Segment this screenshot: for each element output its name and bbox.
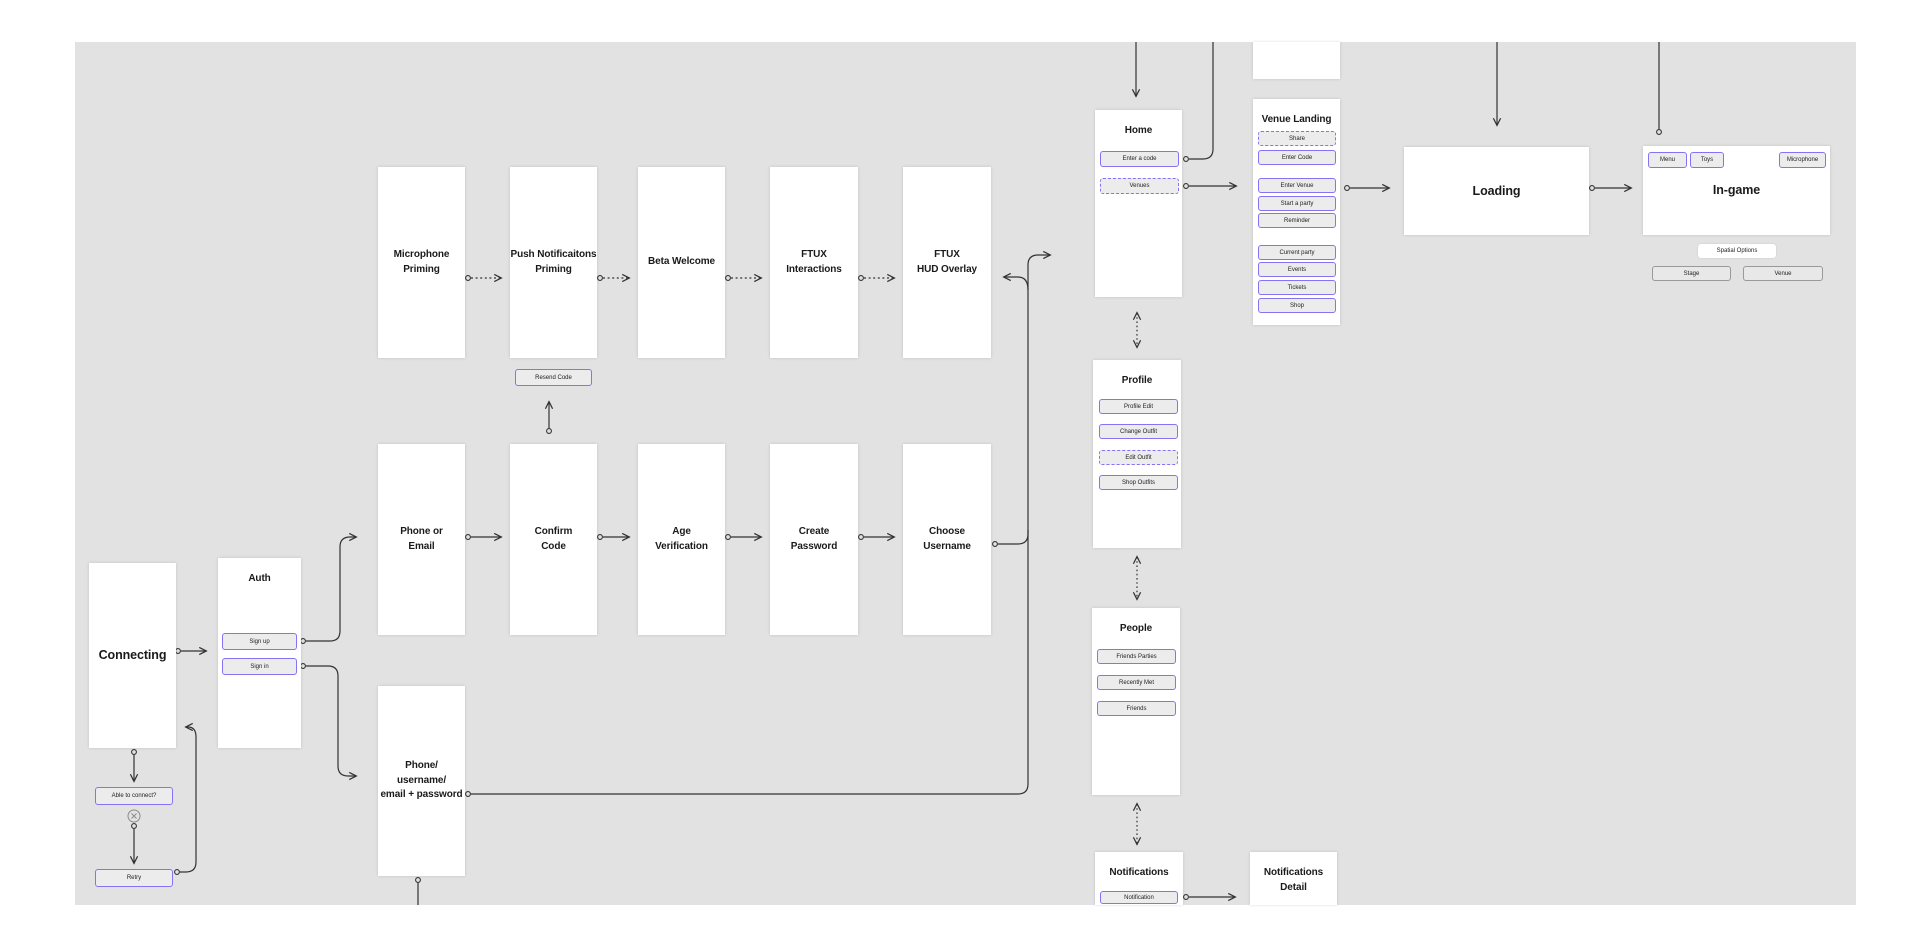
screen-title: Push Notificaitons Priming — [510, 249, 597, 275]
screen-microphone-priming[interactable]: Microphone Priming — [378, 167, 465, 358]
screen-title: Loading — [1472, 183, 1521, 198]
tickets-button[interactable]: Tickets — [1258, 280, 1336, 295]
screen-create-password[interactable]: Create Password — [770, 444, 858, 635]
able-to-connect-button[interactable]: Able to connect? — [95, 787, 173, 805]
screen-title: Venue Landing — [1261, 114, 1332, 125]
edit-outfit-button[interactable]: Edit Outfit — [1099, 450, 1178, 465]
screen-title: FTUX HUD Overlay — [916, 249, 978, 275]
screen-confirm-code[interactable]: Confirm Code — [510, 444, 597, 635]
screen-title: In-game — [1712, 183, 1761, 198]
screen-title: Phone/ username/ email + password — [380, 760, 463, 801]
change-outfit-button[interactable]: Change Outfit — [1099, 424, 1178, 439]
screen-phone-or-email[interactable]: Phone or Email — [378, 444, 465, 635]
venue-button[interactable]: Venue — [1743, 266, 1823, 281]
enter-venue-button[interactable]: Enter Venue — [1258, 178, 1336, 193]
screen-auth[interactable]: Auth — [218, 558, 301, 748]
resend-code-button[interactable]: Resend Code — [515, 369, 592, 386]
profile-edit-button[interactable]: Profile Edit — [1099, 399, 1178, 414]
toys-button[interactable]: Toys — [1690, 152, 1724, 168]
recently-met-button[interactable]: Recently Met — [1097, 675, 1176, 690]
screen-credentials[interactable]: Phone/ username/ email + password — [378, 686, 465, 876]
screen-title: Age Verification — [655, 526, 708, 552]
sign-in-button[interactable]: Sign in — [222, 658, 297, 675]
current-party-button[interactable]: Current party — [1258, 245, 1336, 260]
screen-ftux-interactions[interactable]: FTUX Interactions — [770, 167, 858, 358]
screen-title: Notifications Detail — [1263, 867, 1324, 893]
screen-title: FTUX Interactions — [786, 249, 842, 275]
screen-title: Choose Username — [923, 526, 971, 552]
screen-title: People — [1119, 623, 1153, 634]
screen-age-verification[interactable]: Age Verification — [638, 444, 725, 635]
screen-ftux-hud-overlay[interactable]: FTUX HUD Overlay — [903, 167, 991, 358]
menu-button[interactable]: Menu — [1648, 152, 1687, 168]
screen-loading[interactable]: Loading — [1404, 147, 1589, 235]
friends-parties-button[interactable]: Friends Parties — [1097, 649, 1176, 664]
enter-a-code-button[interactable]: Enter a code — [1100, 151, 1179, 167]
reminder-button[interactable]: Reminder — [1258, 213, 1336, 228]
screen-beta-welcome[interactable]: Beta Welcome — [638, 167, 725, 358]
screen-connecting[interactable]: Connecting — [89, 563, 176, 748]
screen-notifications-detail[interactable]: Notifications Detail — [1250, 852, 1337, 905]
screen-title: Notifications — [1109, 867, 1169, 878]
enter-code-button[interactable]: Enter Code — [1258, 150, 1336, 165]
notification-button[interactable]: Notification — [1100, 891, 1178, 904]
screen-home[interactable]: Home — [1095, 110, 1182, 297]
friends-button[interactable]: Friends — [1097, 701, 1176, 716]
sign-up-button[interactable]: Sign up — [222, 633, 297, 650]
screen-title: Beta Welcome — [648, 256, 715, 268]
screen-push-notifications-priming[interactable]: Push Notificaitons Priming — [510, 167, 597, 358]
shop-button[interactable]: Shop — [1258, 298, 1336, 313]
microphone-button[interactable]: Microphone — [1779, 152, 1826, 168]
screen-title: Auth — [248, 573, 271, 584]
screen-title: Connecting — [98, 648, 167, 663]
events-button[interactable]: Events — [1258, 262, 1336, 277]
screen-cropped-top[interactable] — [1253, 42, 1340, 79]
retry-button[interactable]: Retry — [95, 869, 173, 887]
screen-title: Confirm Code — [534, 526, 573, 552]
spatial-options-label: Spatial Options — [1698, 244, 1776, 258]
screen-title: Microphone Priming — [393, 249, 450, 275]
screen-title: Profile — [1121, 375, 1153, 386]
stage-button[interactable]: Stage — [1652, 266, 1731, 281]
x-circle-icon — [127, 809, 141, 823]
share-button[interactable]: Share — [1258, 131, 1336, 146]
venues-button[interactable]: Venues — [1100, 178, 1179, 194]
start-a-party-button[interactable]: Start a party — [1258, 196, 1336, 211]
shop-outfits-button[interactable]: Shop Outfits — [1099, 475, 1178, 490]
screen-choose-username[interactable]: Choose Username — [903, 444, 991, 635]
screen-title: Home — [1124, 125, 1153, 136]
screen-title: Phone or Email — [400, 526, 443, 552]
screen-title: Create Password — [790, 526, 838, 552]
